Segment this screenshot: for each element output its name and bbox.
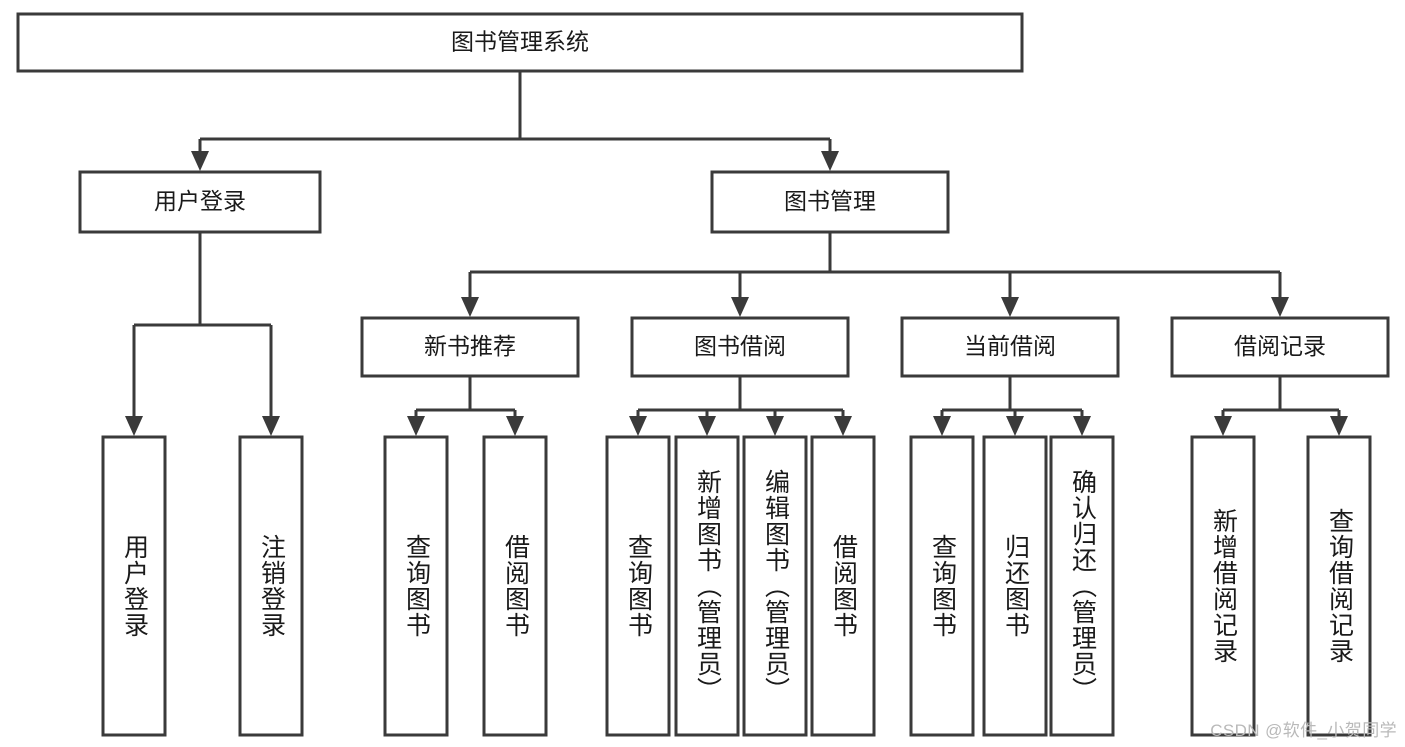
watermark-text: CSDN @软件_小贺同学: [1210, 721, 1397, 740]
node-current-borrow-box[interactable]: [900, 316, 1120, 378]
node-leaf-logout-login-box[interactable]: [238, 435, 304, 737]
node-leaf-add-book-box[interactable]: [674, 435, 740, 737]
node-new-book-recommend-label: 新书推荐: [424, 333, 516, 359]
node-leaf-query-record-box[interactable]: [1306, 435, 1372, 737]
node-leaf-user-login-box[interactable]: [101, 435, 167, 737]
node-root-box[interactable]: [16, 12, 1024, 73]
node-leaf-query-book-3-box[interactable]: [909, 435, 975, 737]
node-book-manage-box[interactable]: [710, 170, 950, 234]
node-root-label: 图书管理系统: [451, 29, 589, 55]
node-borrow-record-box[interactable]: [1170, 316, 1390, 378]
connector-layer: [125, 71, 1348, 436]
node-current-borrow-label: 当前借阅: [964, 333, 1056, 359]
node-user-login-box[interactable]: [78, 170, 322, 234]
node-leaf-borrow-book-1-box[interactable]: [482, 435, 548, 737]
node-leaf-edit-book-box[interactable]: [742, 435, 808, 737]
node-book-borrow-box[interactable]: [630, 316, 850, 378]
node-leaf-add-record-box[interactable]: [1190, 435, 1256, 737]
node-borrow-record-label: 借阅记录: [1234, 333, 1326, 359]
node-book-borrow-label: 图书借阅: [694, 333, 786, 359]
node-leaf-query-book-2-box[interactable]: [605, 435, 671, 737]
node-leaf-confirm-return-box[interactable]: [1049, 435, 1115, 737]
node-book-manage-label: 图书管理: [784, 188, 876, 214]
node-user-login-label: 用户登录: [154, 188, 246, 214]
node-box-layer: [16, 12, 1390, 737]
node-leaf-borrow-book-2-box[interactable]: [810, 435, 876, 737]
node-leaf-query-book-1-box[interactable]: [383, 435, 449, 737]
node-new-book-recommend-box[interactable]: [360, 316, 580, 378]
node-leaf-return-book-box[interactable]: [982, 435, 1048, 737]
